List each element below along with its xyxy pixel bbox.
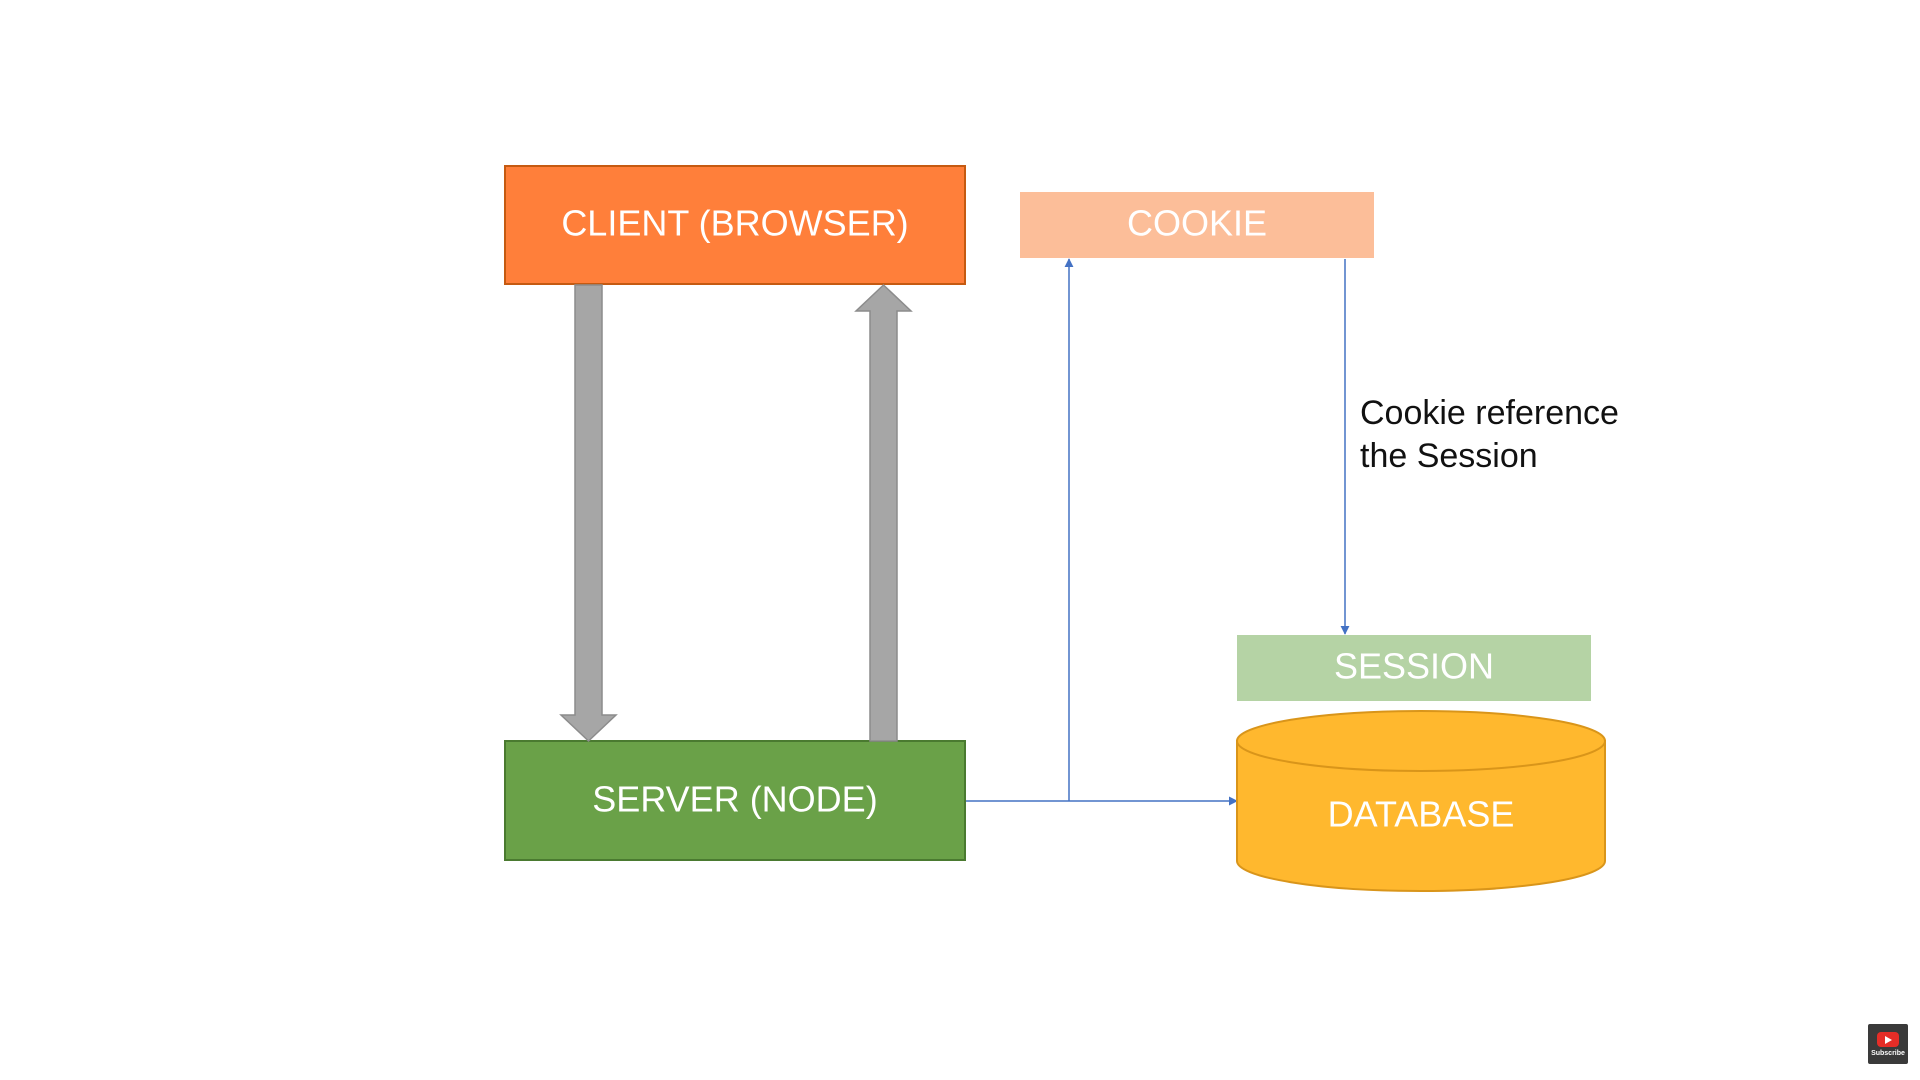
server-box bbox=[504, 740, 966, 861]
server-node: SERVER (NODE) bbox=[504, 740, 966, 861]
session-box bbox=[1237, 635, 1591, 701]
up-arrow-icon bbox=[854, 283, 913, 742]
request-arrow bbox=[559, 284, 618, 743]
server-label: SERVER (NODE) bbox=[592, 779, 877, 820]
client-label: CLIENT (BROWSER) bbox=[561, 203, 908, 244]
annotation-line-2: the Session bbox=[1360, 437, 1538, 475]
annotation-line-1: Cookie reference bbox=[1360, 394, 1619, 432]
session-label: SESSION bbox=[1334, 646, 1494, 687]
client-node: CLIENT (BROWSER) bbox=[504, 165, 966, 285]
youtube-subscribe-icon bbox=[1877, 1031, 1899, 1047]
database-cylinder-body bbox=[1236, 740, 1606, 892]
cookie-node: COOKIE bbox=[1020, 192, 1374, 258]
down-arrow-icon bbox=[559, 284, 618, 743]
cookie-label: COOKIE bbox=[1127, 203, 1267, 244]
cookie-box bbox=[1020, 192, 1374, 258]
response-arrow bbox=[854, 283, 913, 742]
database-node: DATABASE bbox=[1236, 710, 1606, 892]
cookie-session-annotation: Cookie reference the Session bbox=[1360, 394, 1619, 475]
client-box bbox=[504, 165, 966, 285]
subscribe-label: Subscribe bbox=[1871, 1049, 1905, 1057]
database-label: DATABASE bbox=[1328, 794, 1515, 835]
database-cylinder-top bbox=[1236, 710, 1606, 772]
youtube-subscribe-badge[interactable]: Subscribe bbox=[1868, 1024, 1908, 1064]
session-node: SESSION bbox=[1237, 635, 1591, 701]
